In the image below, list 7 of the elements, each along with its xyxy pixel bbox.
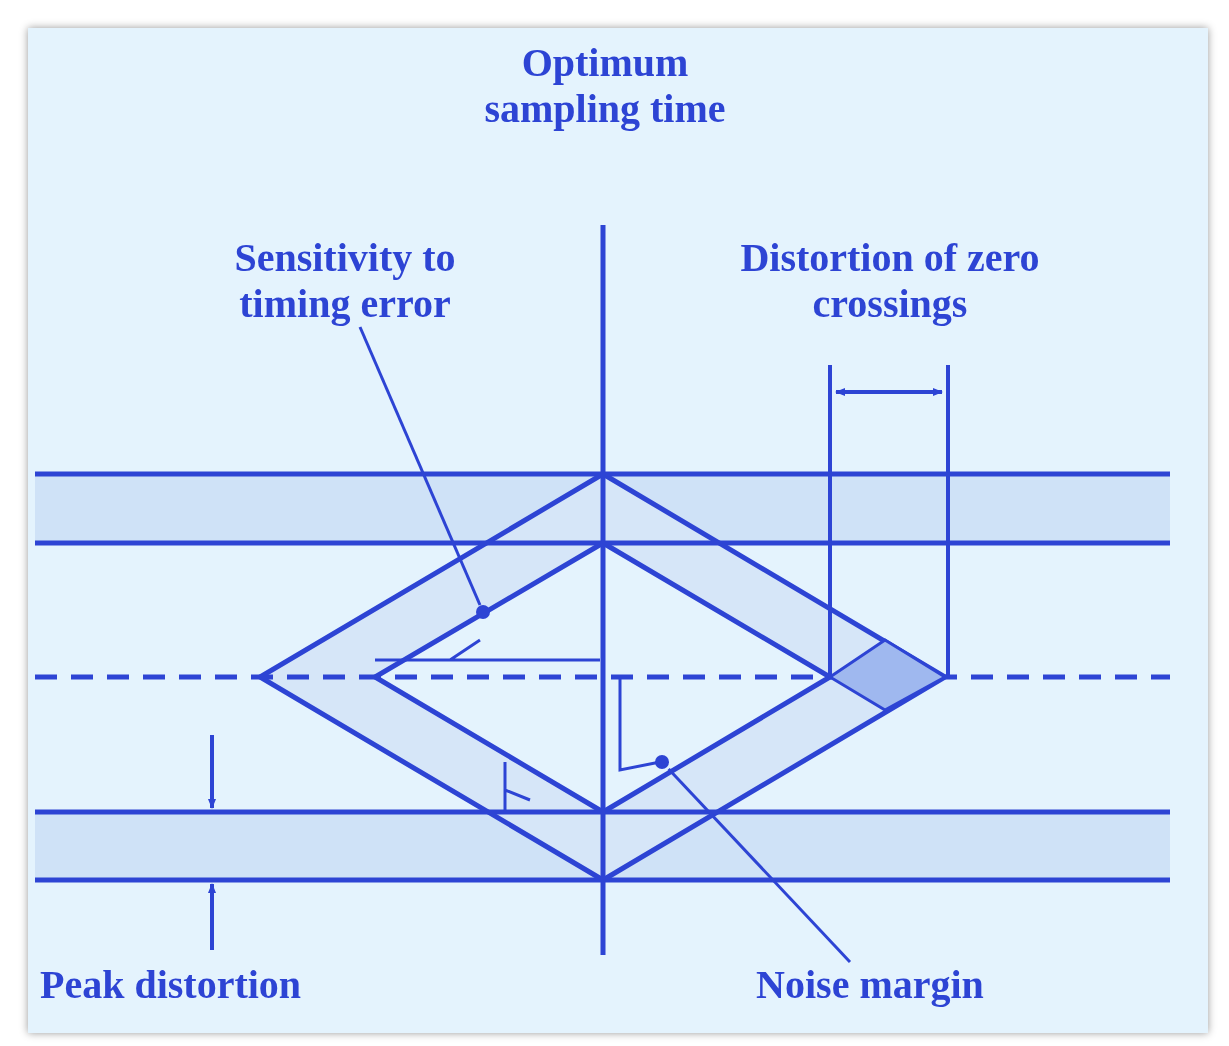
leader-line xyxy=(667,767,852,964)
axis-label: Optimum sampling time xyxy=(483,40,727,132)
axis-label: Distortion of zero crossings xyxy=(739,235,1041,327)
annotation-text: Sensitivity to timing error xyxy=(195,235,495,327)
leader-line xyxy=(358,326,482,606)
annotation-text: Noise margin xyxy=(690,962,1050,1008)
axis-label: Peak distortion xyxy=(40,962,303,1008)
